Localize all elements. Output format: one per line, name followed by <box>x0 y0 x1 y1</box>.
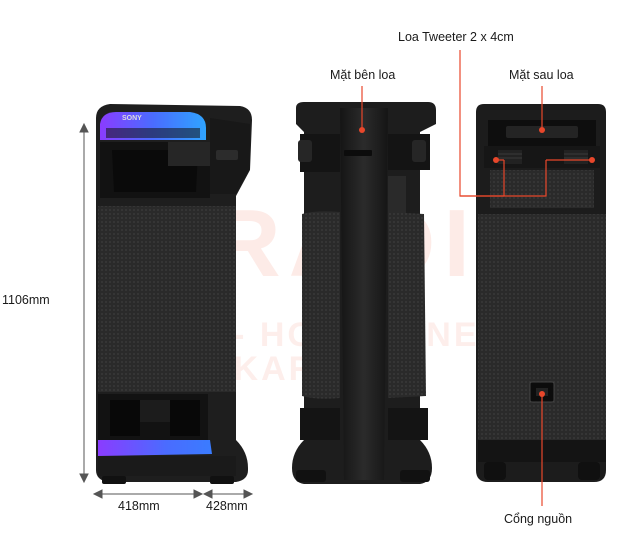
bottom-led-icon <box>98 440 212 456</box>
width-dimension-label: 418mm <box>118 499 160 513</box>
front-grille <box>98 206 236 392</box>
side-view <box>292 102 436 484</box>
back-view <box>476 104 606 482</box>
sony-logo: SONY <box>122 115 142 122</box>
front-view <box>96 104 252 484</box>
height-dimension-label: 1106mm <box>2 293 50 307</box>
side-callout-label: Mặt bên loa <box>330 68 396 82</box>
callout-leaders <box>361 50 592 506</box>
depth-dimension-label: 428mm <box>206 499 248 513</box>
back-callout-label: Mặt sau loa <box>509 68 574 82</box>
callout-dots <box>359 127 595 397</box>
tweeter-callout-label: Loa Tweeter 2 x 4cm <box>398 30 514 44</box>
dimension-lines <box>79 122 254 499</box>
power-port-callout-label: Cổng nguồn <box>504 512 573 526</box>
